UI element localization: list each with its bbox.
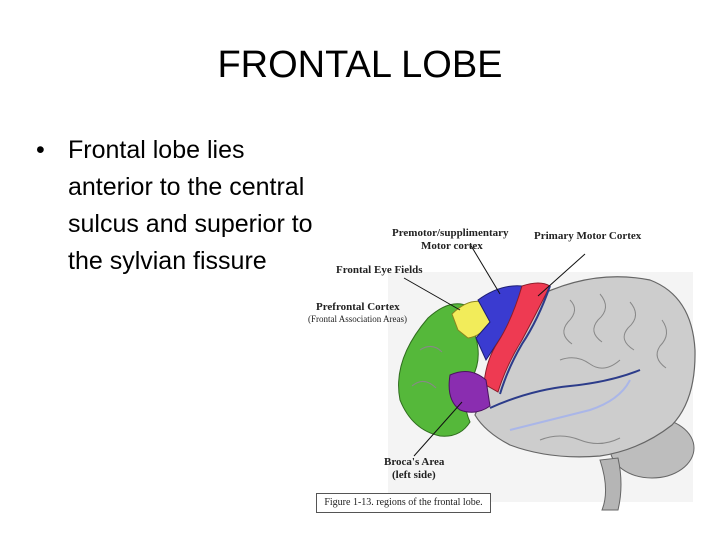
primary-motor-label: Primary Motor Cortex: [534, 230, 642, 242]
brocas-area-label-line2: (left side): [392, 469, 436, 481]
primary-motor-region: [483, 282, 551, 393]
prefrontal-sublabel: (Frontal Association Areas): [308, 314, 407, 324]
premotor-label: Premotor/supplimentary: [392, 227, 509, 239]
bullet-dot: •: [36, 136, 45, 164]
brainstem: [599, 457, 622, 511]
prefrontal-label: Prefrontal Cortex: [316, 301, 400, 313]
brocas-area-region: [448, 370, 491, 413]
frontal-eye-fields-label: Frontal Eye Fields: [336, 264, 423, 276]
central-sulcus: [499, 285, 551, 395]
temporal-sulcus: [509, 379, 631, 431]
bullet-line: anterior to the central: [68, 173, 305, 201]
figure-caption: Figure 1-13. regions of the frontal lobe…: [316, 493, 491, 513]
bullet-line: the sylvian fissure: [68, 247, 267, 275]
brocas-area-label: Broca's Area: [384, 456, 445, 468]
sylvian-fissure: [489, 369, 641, 409]
bullet-line: Frontal lobe lies: [68, 136, 245, 164]
bullet-text: Frontal lobe lies anterior to the centra…: [68, 132, 366, 280]
bullet-item: • Frontal lobe lies anterior to the cent…: [36, 132, 366, 280]
gyri-lines: [411, 293, 667, 444]
premotor-label-line2: Motor cortex: [421, 240, 483, 252]
brain-diagram: [388, 243, 696, 511]
bullet-line: sulcus and superior to: [68, 210, 313, 238]
slide-title: FRONTAL LOBE: [217, 44, 503, 86]
label-leader-lines: [403, 243, 586, 457]
